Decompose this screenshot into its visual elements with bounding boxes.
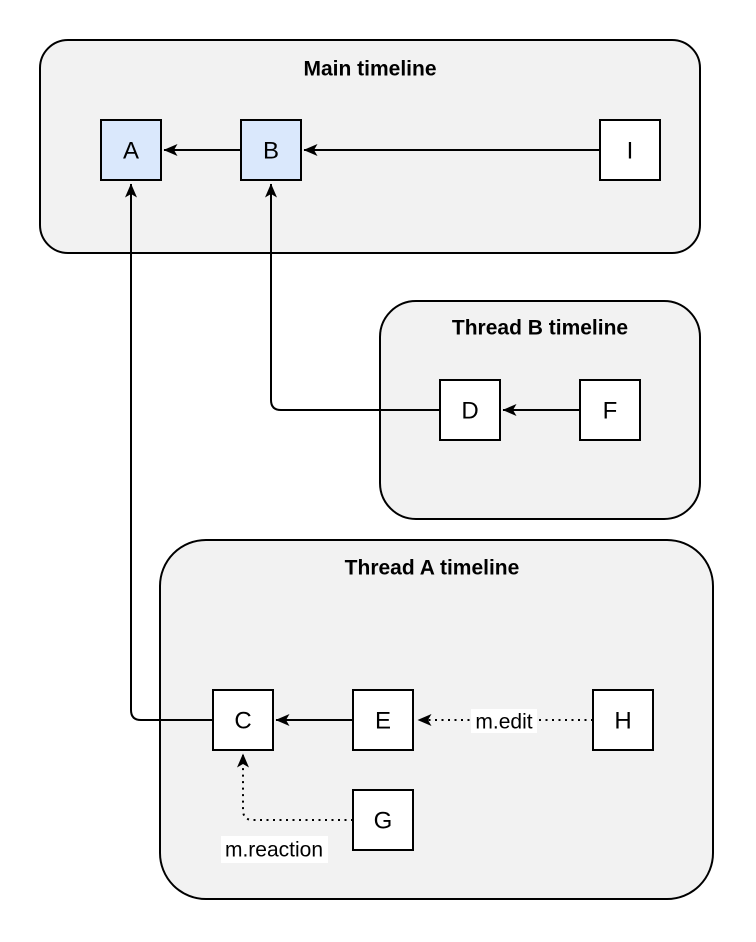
- node-E-label: E: [375, 708, 391, 735]
- edge-label-medit: m.edit: [475, 711, 532, 734]
- node-I: [599, 119, 661, 181]
- edge-label-mreaction: m.reaction: [225, 839, 323, 862]
- edge-label-medit-bg: [471, 709, 537, 733]
- node-D: [439, 379, 501, 441]
- node-H-label: H: [614, 708, 631, 735]
- container-main-timeline: [39, 39, 701, 254]
- container-thread-a-timeline-title: Thread A timeline: [345, 557, 520, 580]
- node-B-label: B: [263, 138, 279, 165]
- node-A: [100, 119, 162, 181]
- edge-label-mreaction-bg: [221, 836, 328, 863]
- node-I-label: I: [627, 138, 634, 165]
- node-H: [592, 689, 654, 751]
- node-F: [579, 379, 641, 441]
- node-G-label: G: [374, 808, 393, 835]
- node-B: [240, 119, 302, 181]
- edge-D-to-B: [265, 183, 440, 411]
- container-main-timeline-title: Main timeline: [303, 58, 436, 81]
- node-F-label: F: [603, 398, 618, 425]
- node-C-label: C: [234, 708, 251, 735]
- node-C: [212, 689, 274, 751]
- node-G: [352, 789, 414, 851]
- edge-C-to-A: [125, 183, 213, 721]
- node-D-label: D: [461, 398, 478, 425]
- node-E: [352, 689, 414, 751]
- container-thread-b-timeline-title: Thread B timeline: [452, 317, 628, 340]
- node-A-label: A: [123, 138, 139, 165]
